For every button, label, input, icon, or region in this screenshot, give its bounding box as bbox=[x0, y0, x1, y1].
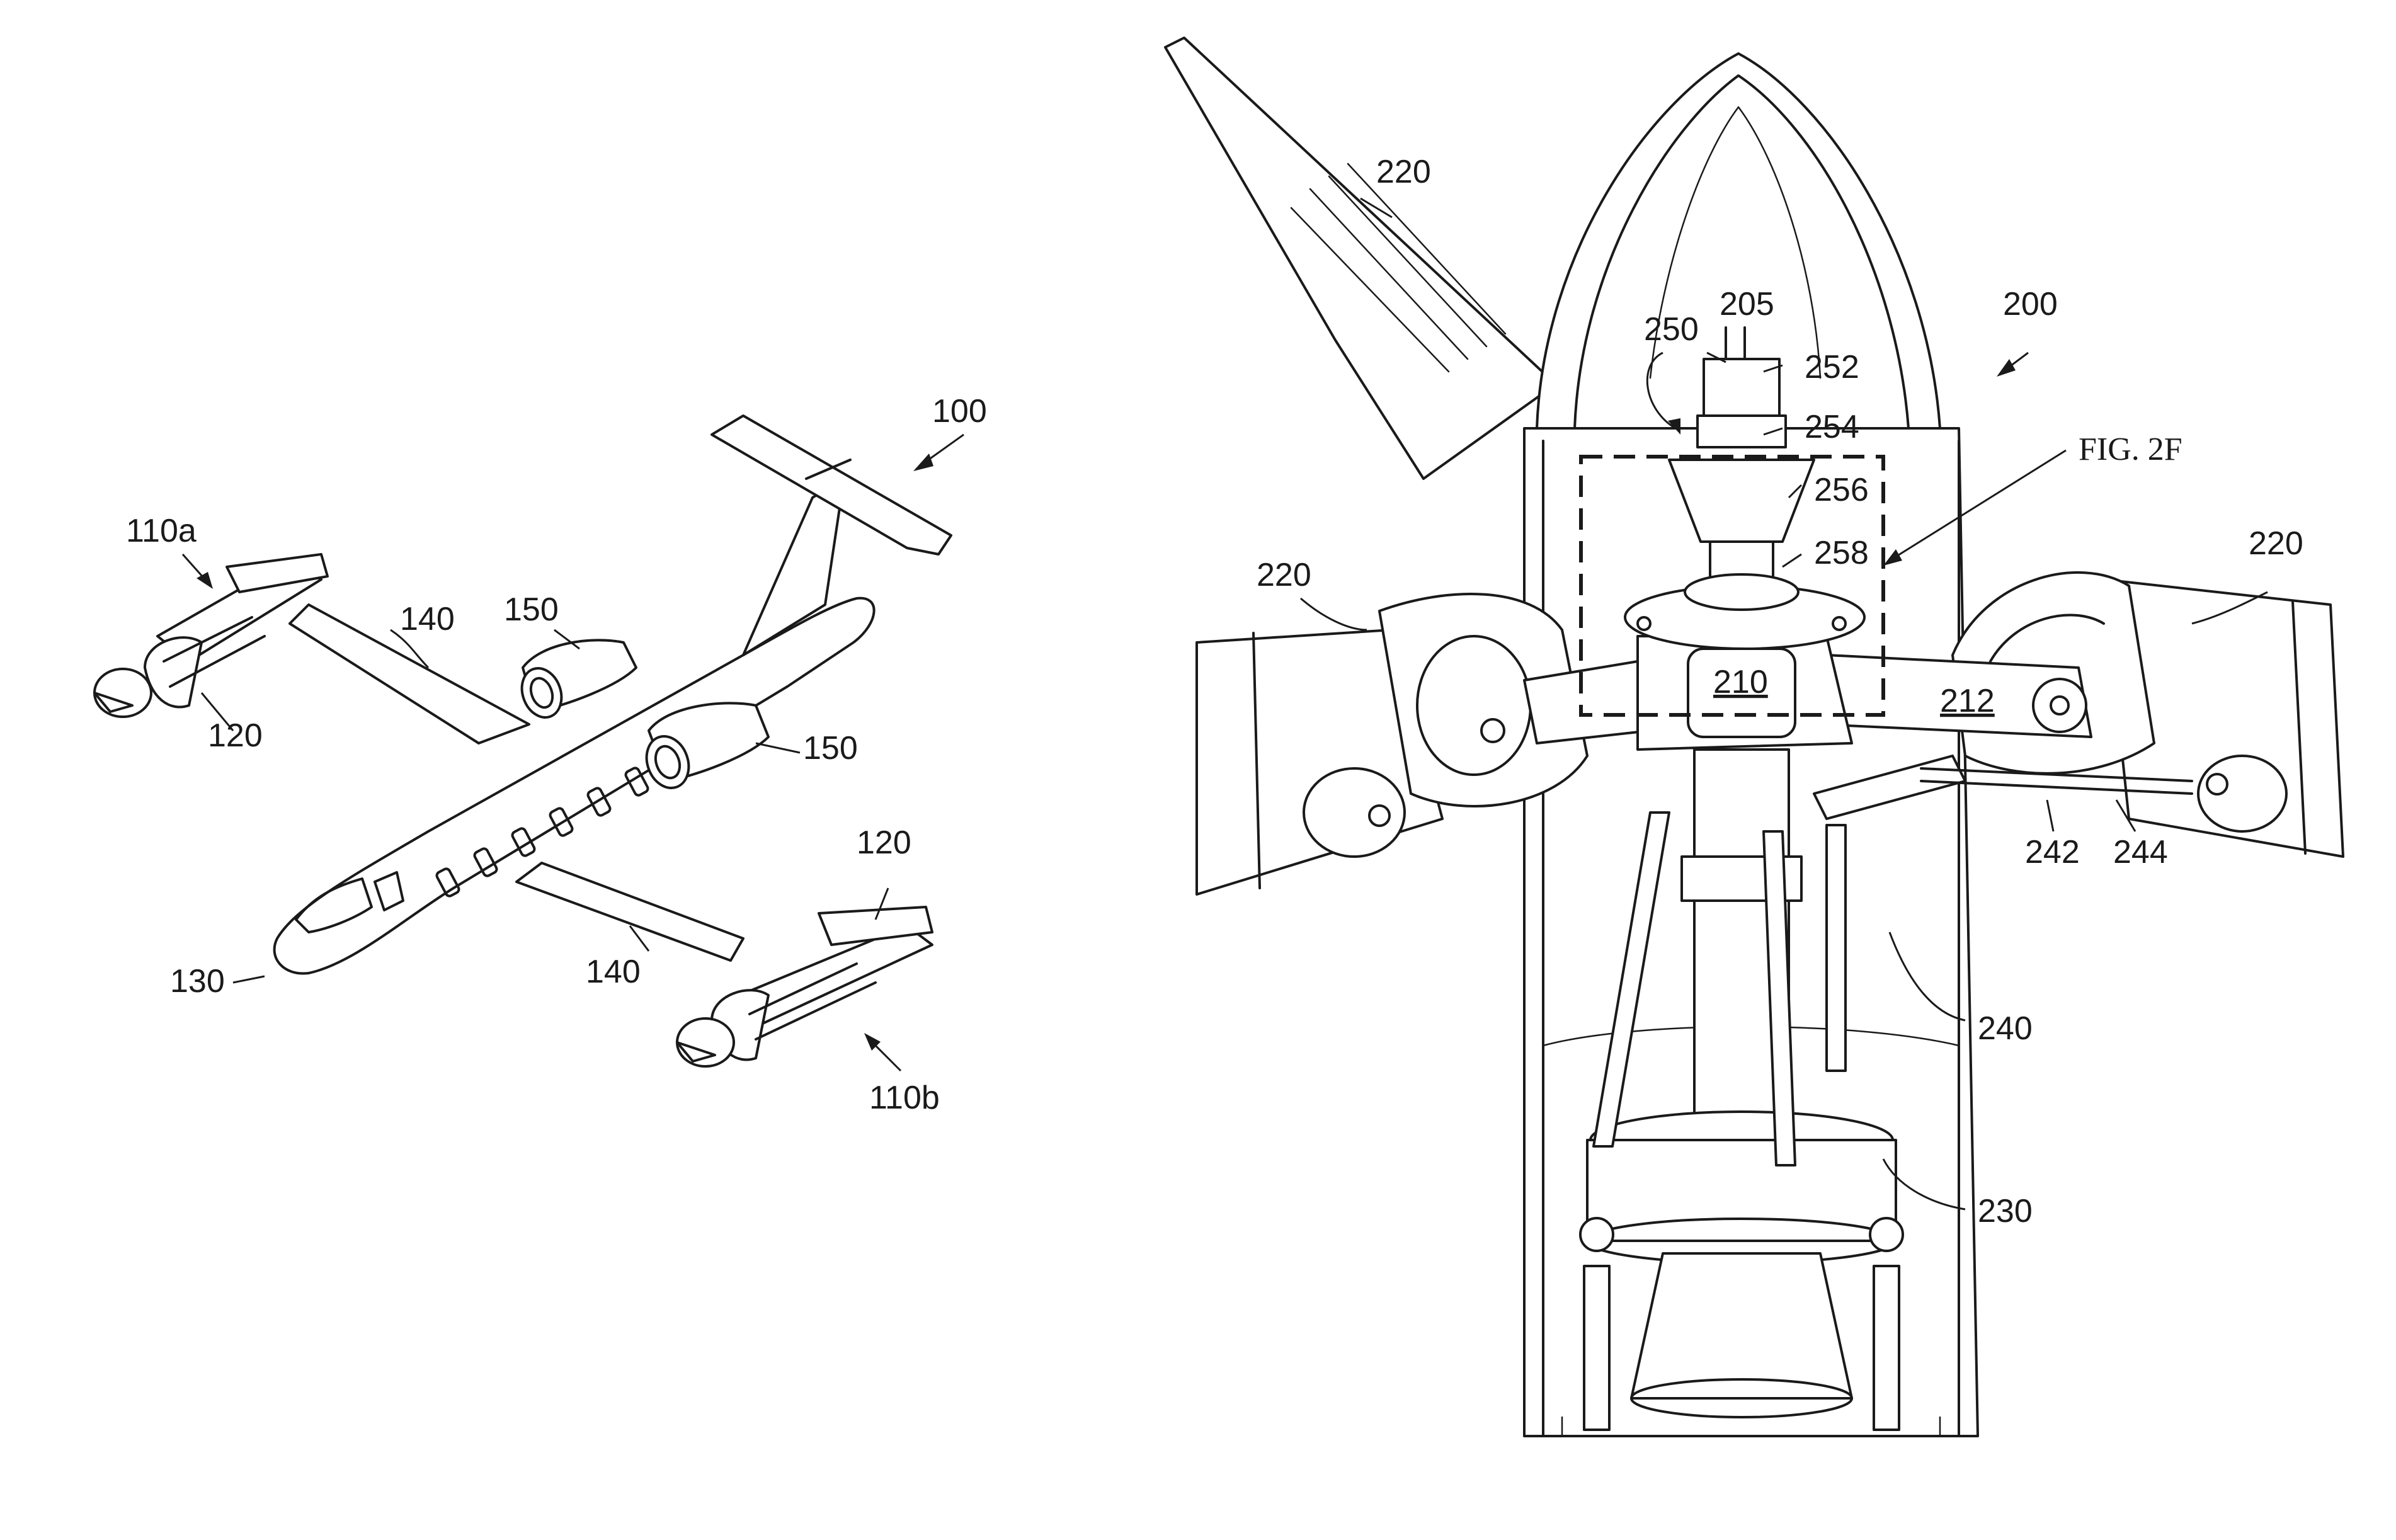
label-100: 100 bbox=[932, 393, 987, 430]
label-212: 212 bbox=[1940, 683, 1995, 719]
rotor-hub-figure: 220 205 250 200 252 254 FIG. 2F 256 258 … bbox=[1165, 38, 2343, 1436]
label-150-upper: 150 bbox=[504, 591, 559, 628]
aircraft-figure: 100 110a 120 140 150 150 120 140 130 110… bbox=[94, 393, 987, 1116]
label-130: 130 bbox=[170, 963, 225, 1000]
label-230: 230 bbox=[1978, 1193, 2033, 1229]
mast-cap bbox=[1704, 359, 1779, 416]
label-150-lower: 150 bbox=[803, 730, 858, 767]
aircraft-wing-lower bbox=[516, 863, 743, 961]
label-120-upper: 120 bbox=[208, 717, 263, 754]
blade-top bbox=[1165, 38, 1556, 479]
nacelle-upper bbox=[94, 554, 328, 717]
label-240: 240 bbox=[1978, 1010, 2033, 1047]
label-140-lower: 140 bbox=[586, 954, 641, 990]
label-254: 254 bbox=[1805, 409, 1859, 445]
label-fig2f: FIG. 2F bbox=[2079, 431, 2182, 467]
label-242: 242 bbox=[2025, 834, 2080, 870]
label-220-right: 220 bbox=[2249, 525, 2303, 562]
label-210: 210 bbox=[1713, 664, 1768, 700]
label-205: 205 bbox=[1720, 286, 1774, 322]
label-252: 252 bbox=[1805, 349, 1859, 385]
label-200: 200 bbox=[2003, 286, 2058, 322]
label-110b: 110b bbox=[869, 1080, 940, 1116]
label-220-left: 220 bbox=[1257, 557, 1311, 593]
label-120-lower: 120 bbox=[857, 824, 911, 861]
label-256: 256 bbox=[1814, 472, 1869, 508]
label-250: 250 bbox=[1644, 311, 1699, 348]
label-258: 258 bbox=[1814, 535, 1869, 571]
engine-upper bbox=[515, 640, 636, 722]
label-140-upper: 140 bbox=[400, 601, 455, 637]
gearbox-base-cone bbox=[1631, 1253, 1852, 1398]
label-244: 244 bbox=[2113, 834, 2168, 870]
label-110a: 110a bbox=[126, 513, 197, 549]
label-220-top: 220 bbox=[1376, 154, 1431, 190]
